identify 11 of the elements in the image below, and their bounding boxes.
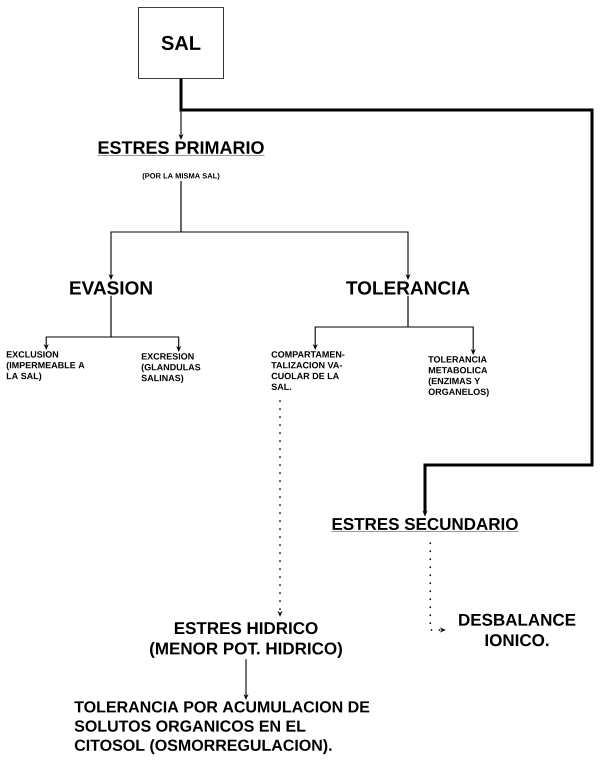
category-text: COMPARTAMEN- TALIZACION VA- CUOLAR DE LA SAL.: [271, 351, 344, 390]
sal-box: SAL: [138, 7, 224, 79]
category-text: EXCLUSION (IMPERMEABLE A LA SAL): [6, 351, 84, 381]
category-text: EVASION: [70, 281, 152, 295]
category-text: TOLERANCIA METABOLICA (ENZIMAS Y ORGANELOS): [428, 356, 489, 397]
category-text: TOLERANCIA POR ACUMULACION DE SOLUTOS ORGANICOS EN EL CITOSOL (OSMORREGULACION).: [74, 701, 370, 754]
category-text: EXCRESION (GLANDULAS SALINAS): [141, 353, 200, 383]
category-text: ESTRES HIDRICO (MENOR POT. HIDRICO): [150, 622, 342, 658]
category-text: TOLERANCIA: [346, 281, 470, 295]
heading-text: ESTRES SECUNDARIO: [331, 518, 519, 532]
category-text: DESBALANCE IONICO.: [459, 614, 576, 646]
